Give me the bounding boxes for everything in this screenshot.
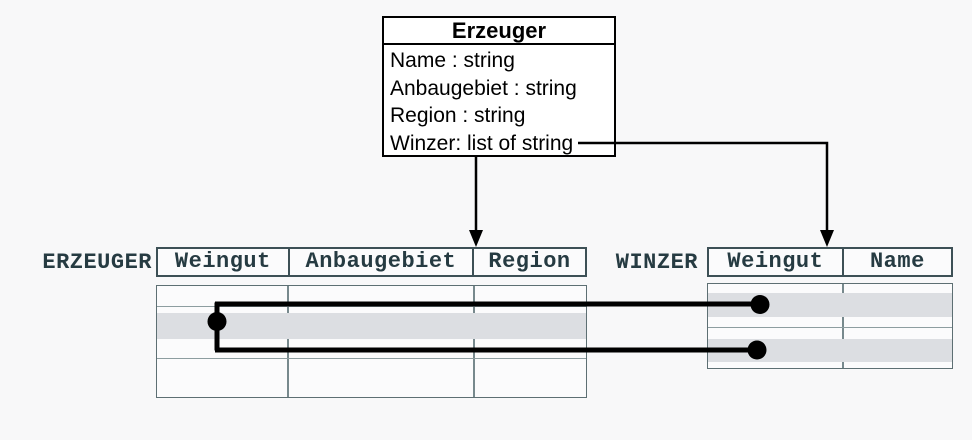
winzer-highlighted-tuple-1 bbox=[708, 293, 952, 317]
winzer-table-header: Weingut Name bbox=[707, 247, 953, 277]
erzeuger-table-body bbox=[156, 285, 587, 398]
winzer-highlighted-tuple-2 bbox=[708, 339, 952, 362]
class-attribute-name: Name : string bbox=[390, 49, 515, 72]
winzer-table-label: WINZER bbox=[615, 250, 698, 275]
winzer-col-weingut: Weingut bbox=[727, 249, 824, 274]
class-attribute-region: Region : string bbox=[390, 104, 526, 127]
winzer-grid-line bbox=[708, 327, 952, 329]
erzeuger-col-anbaugebiet: Anbaugebiet bbox=[287, 249, 472, 275]
class-title: Erzeuger bbox=[384, 18, 614, 45]
erzeuger-table-header: Weingut Anbaugebiet Region bbox=[156, 247, 587, 277]
erzeuger-highlighted-tuple bbox=[157, 313, 586, 339]
arrowhead-down-winzer bbox=[820, 230, 834, 247]
class-to-erzeuger-arrow bbox=[469, 156, 483, 247]
erzeuger-column-separator-2 bbox=[473, 286, 475, 397]
class-attributes: Name : string Anbaugebiet : string Regio… bbox=[384, 45, 614, 157]
erzeuger-grid-line-2 bbox=[157, 358, 586, 360]
erzeuger-column-separator-1 bbox=[287, 286, 289, 397]
arrowhead-down-erzeuger bbox=[469, 230, 483, 247]
winzer-table-body bbox=[707, 283, 953, 369]
erzeuger-grid-line-1 bbox=[157, 306, 586, 308]
class-box-erzeuger: Erzeuger Name : string Anbaugebiet : str… bbox=[382, 16, 616, 157]
class-attribute-anbaugebiet: Anbaugebiet : string bbox=[390, 76, 577, 100]
erzeuger-col-weingut: Weingut bbox=[174, 249, 271, 274]
winzer-column-separator bbox=[842, 284, 844, 368]
erzeuger-table-label: ERZEUGER bbox=[42, 250, 152, 275]
winzer-col-name: Name bbox=[841, 249, 951, 275]
class-attribute-winzer: Winzer: list of string bbox=[390, 131, 574, 155]
winzer-attr-to-winzer-arrow bbox=[578, 141, 834, 247]
erzeuger-col-region: Region bbox=[472, 249, 585, 275]
